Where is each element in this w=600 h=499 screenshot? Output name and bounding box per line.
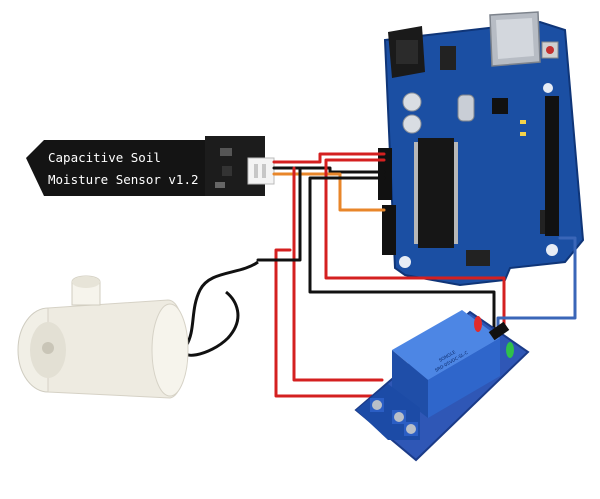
- mounting-hole: [546, 244, 558, 256]
- digital-header: [545, 96, 559, 236]
- wire-sensor-gnd: [272, 166, 386, 174]
- relay-led-red: [474, 316, 482, 332]
- sensor-label-line2: Moisture Sensor v1.2: [48, 172, 199, 187]
- sensor-label-line1: Capacitive Soil: [48, 150, 161, 165]
- sensor-connector: [247, 157, 275, 185]
- capacitive-soil-moisture-sensor: Capacitive Soil Moisture Sensor v1.2: [26, 136, 275, 196]
- wire-gnd-relay: [308, 176, 496, 332]
- arduino-uno-board: [378, 11, 585, 287]
- usb-chip: [492, 98, 508, 114]
- atmega-chip: [414, 138, 458, 248]
- sensor-chip: [220, 148, 232, 156]
- wire-pump-power: [292, 166, 384, 382]
- analog-header: [382, 205, 396, 255]
- led: [520, 120, 526, 124]
- wire-sensor-aout: [272, 172, 386, 212]
- pump-outlet: [42, 342, 54, 354]
- wire-relay-output: [274, 248, 402, 398]
- relay-led-green: [506, 342, 514, 358]
- crystal: [457, 94, 475, 122]
- capacitor: [402, 114, 422, 134]
- relay-module: SONGLE SRD-05VDC-SL-C: [354, 310, 530, 462]
- pump-cable: [182, 260, 259, 357]
- wires: [256, 152, 577, 398]
- wire-pump-ground: [256, 166, 302, 262]
- usb-connector: [489, 11, 541, 67]
- wire-5v-relay: [324, 158, 506, 332]
- relay-screw-terminal: [356, 384, 420, 440]
- capacitor: [402, 92, 422, 112]
- mounting-hole: [399, 256, 411, 268]
- reset-button-cap: [546, 46, 554, 54]
- power-header: [378, 148, 392, 200]
- wire-signal-relay: [496, 236, 577, 332]
- relay-cube: SONGLE SRD-05VDC-SL-C: [392, 310, 500, 418]
- wire-sensor-vcc: [272, 152, 386, 164]
- mini-water-pump: [17, 275, 189, 399]
- dc-power-jack: [388, 26, 425, 78]
- relay-header-pins: [488, 321, 510, 341]
- sensor-resistor: [215, 182, 225, 188]
- led: [520, 132, 526, 136]
- mounting-hole: [543, 83, 553, 93]
- sensor-chip: [222, 166, 232, 176]
